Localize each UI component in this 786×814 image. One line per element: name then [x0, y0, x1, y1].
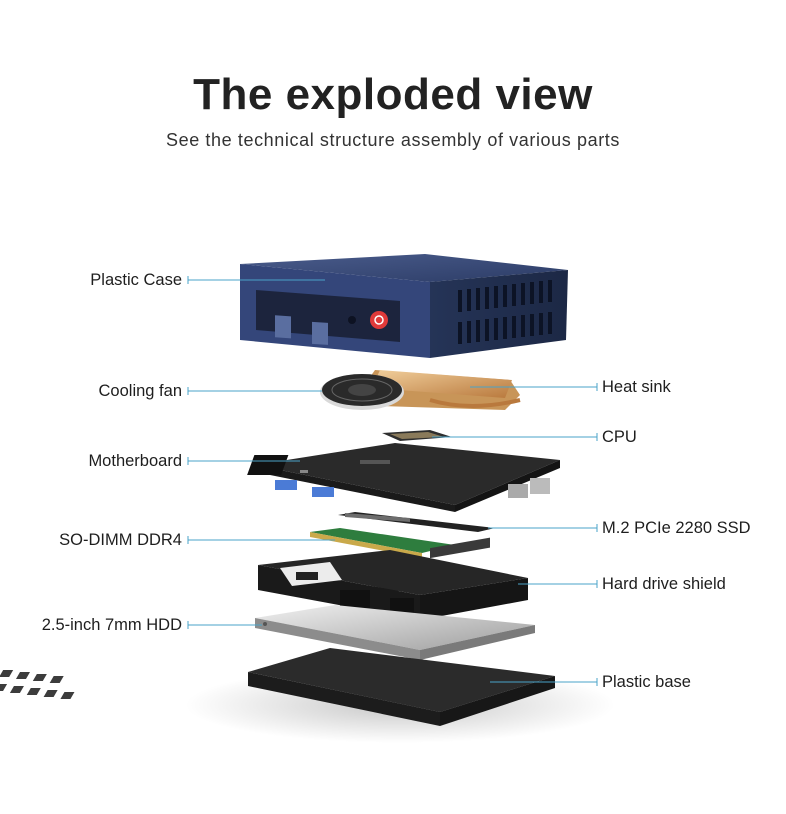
motherboard-part [247, 443, 560, 512]
label-hdd-shield: Hard drive shield [602, 575, 726, 593]
usb-port-icon [312, 487, 334, 497]
leader-lines [187, 276, 598, 686]
label-motherboard: Motherboard [88, 452, 182, 470]
label-heat-sink: Heat sink [602, 378, 671, 396]
label-so-dimm: SO-DIMM DDR4 [59, 531, 182, 549]
usb-port-icon [275, 315, 291, 339]
usb-port-icon [312, 321, 328, 345]
plastic-case-part [240, 254, 568, 358]
label-hdd: 2.5-inch 7mm HDD [41, 616, 182, 634]
label-plastic-base: Plastic base [602, 673, 691, 691]
hard-drive-shield-part [258, 550, 528, 620]
label-ssd: M.2 PCIe 2280 SSD [602, 519, 751, 537]
hdd-logo-icon [296, 572, 318, 580]
hdd-part [255, 537, 535, 660]
vent-slots [458, 280, 552, 344]
ssd-part [338, 512, 495, 532]
page-title: The exploded view [193, 70, 593, 119]
label-plastic-case: Plastic Case [90, 271, 182, 289]
page-subtitle: See the technical structure assembly of … [166, 130, 620, 150]
cpu-part [382, 430, 452, 441]
audio-jack-icon [348, 316, 356, 324]
ethernet-port-icon [508, 484, 528, 498]
cooling-fan-part [320, 370, 521, 410]
label-cooling-fan: Cooling fan [98, 382, 182, 400]
plastic-base-part [0, 648, 615, 743]
usb-port-icon [275, 480, 297, 490]
power-button-icon [370, 311, 388, 329]
label-cpu: CPU [602, 428, 637, 446]
